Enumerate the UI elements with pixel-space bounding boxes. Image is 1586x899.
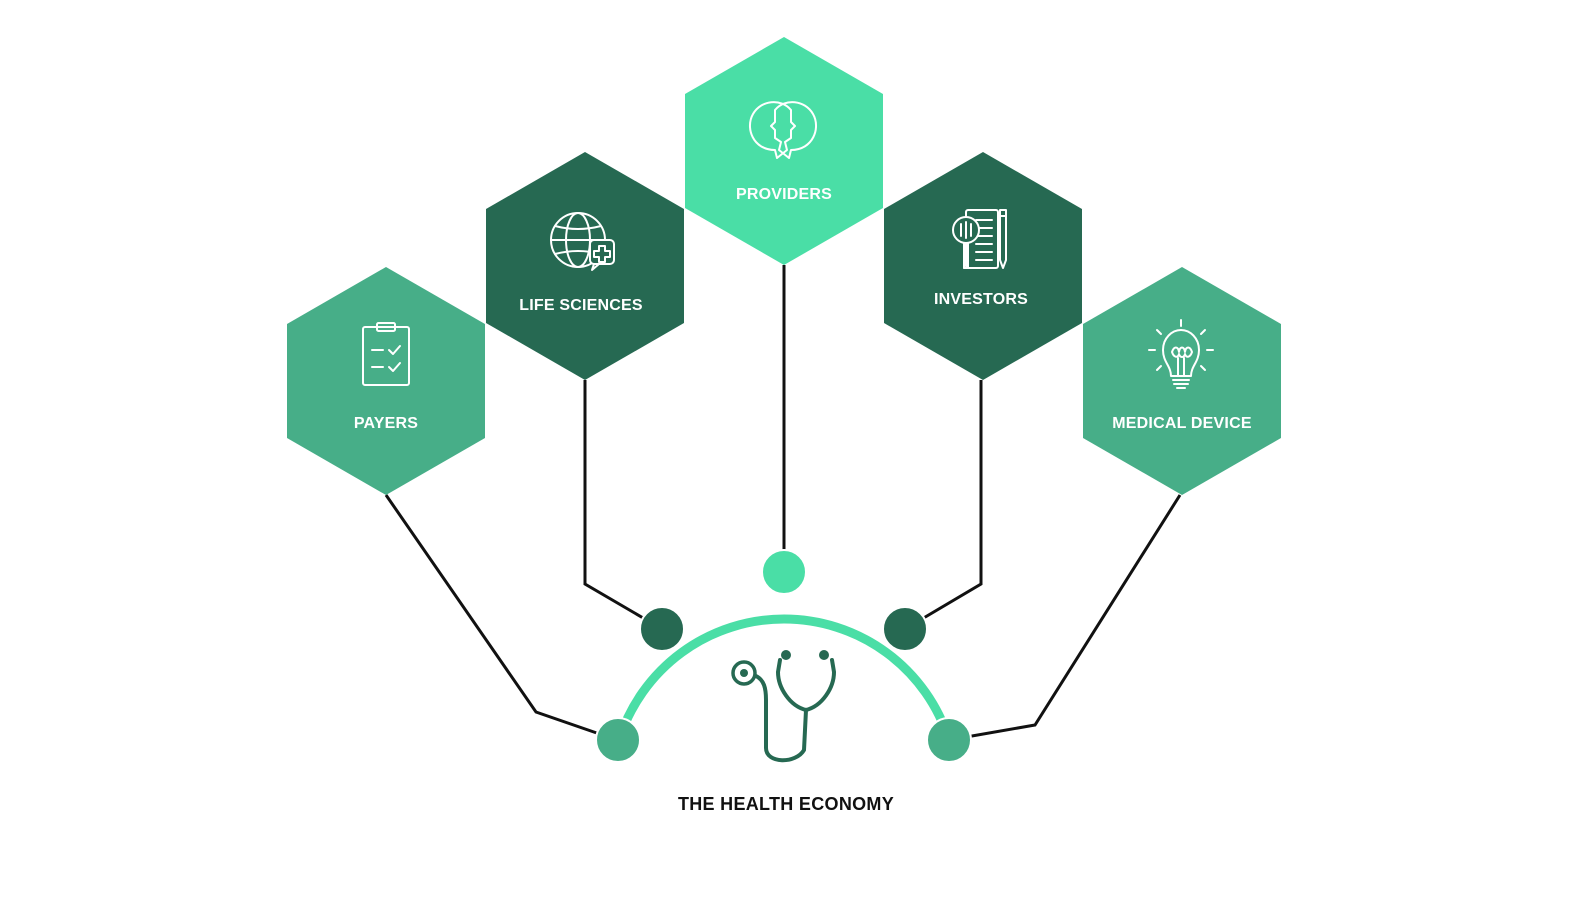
label-investors: INVESTORS bbox=[934, 291, 1028, 308]
people-profiles-icon bbox=[748, 101, 818, 159]
hexagon-providers bbox=[685, 37, 883, 265]
globe-medical-icon bbox=[550, 212, 615, 271]
clipboard-checklist-icon bbox=[362, 322, 410, 386]
node-life-sciences bbox=[639, 606, 685, 652]
health-economy-arc bbox=[614, 614, 954, 742]
label-payers: PAYERS bbox=[354, 415, 418, 432]
connector-medical-device bbox=[948, 494, 1182, 742]
node-investors bbox=[882, 606, 928, 652]
label-life-sciences: LIFE SCIENCES bbox=[519, 297, 643, 314]
hexagons bbox=[287, 37, 1281, 495]
connector-lines bbox=[384, 265, 1182, 742]
hexagon-investors bbox=[884, 152, 1082, 380]
label-providers: PROVIDERS bbox=[736, 186, 832, 203]
node-medical-device bbox=[926, 717, 972, 763]
node-payers bbox=[595, 717, 641, 763]
lightbulb-icon bbox=[1148, 319, 1214, 389]
connector-investors bbox=[904, 380, 983, 631]
node-providers bbox=[761, 549, 807, 595]
stethoscope-icon bbox=[731, 650, 836, 763]
hexagon-payers bbox=[287, 267, 485, 495]
label-medical-device: MEDICAL DEVICE bbox=[1112, 415, 1252, 432]
arc-nodes bbox=[595, 549, 972, 763]
connector-life-sciences bbox=[583, 380, 663, 631]
connector-payers bbox=[384, 494, 618, 742]
center-title: THE HEALTH ECONOMY bbox=[678, 794, 894, 814]
document-magnifier-icon bbox=[952, 209, 1007, 269]
